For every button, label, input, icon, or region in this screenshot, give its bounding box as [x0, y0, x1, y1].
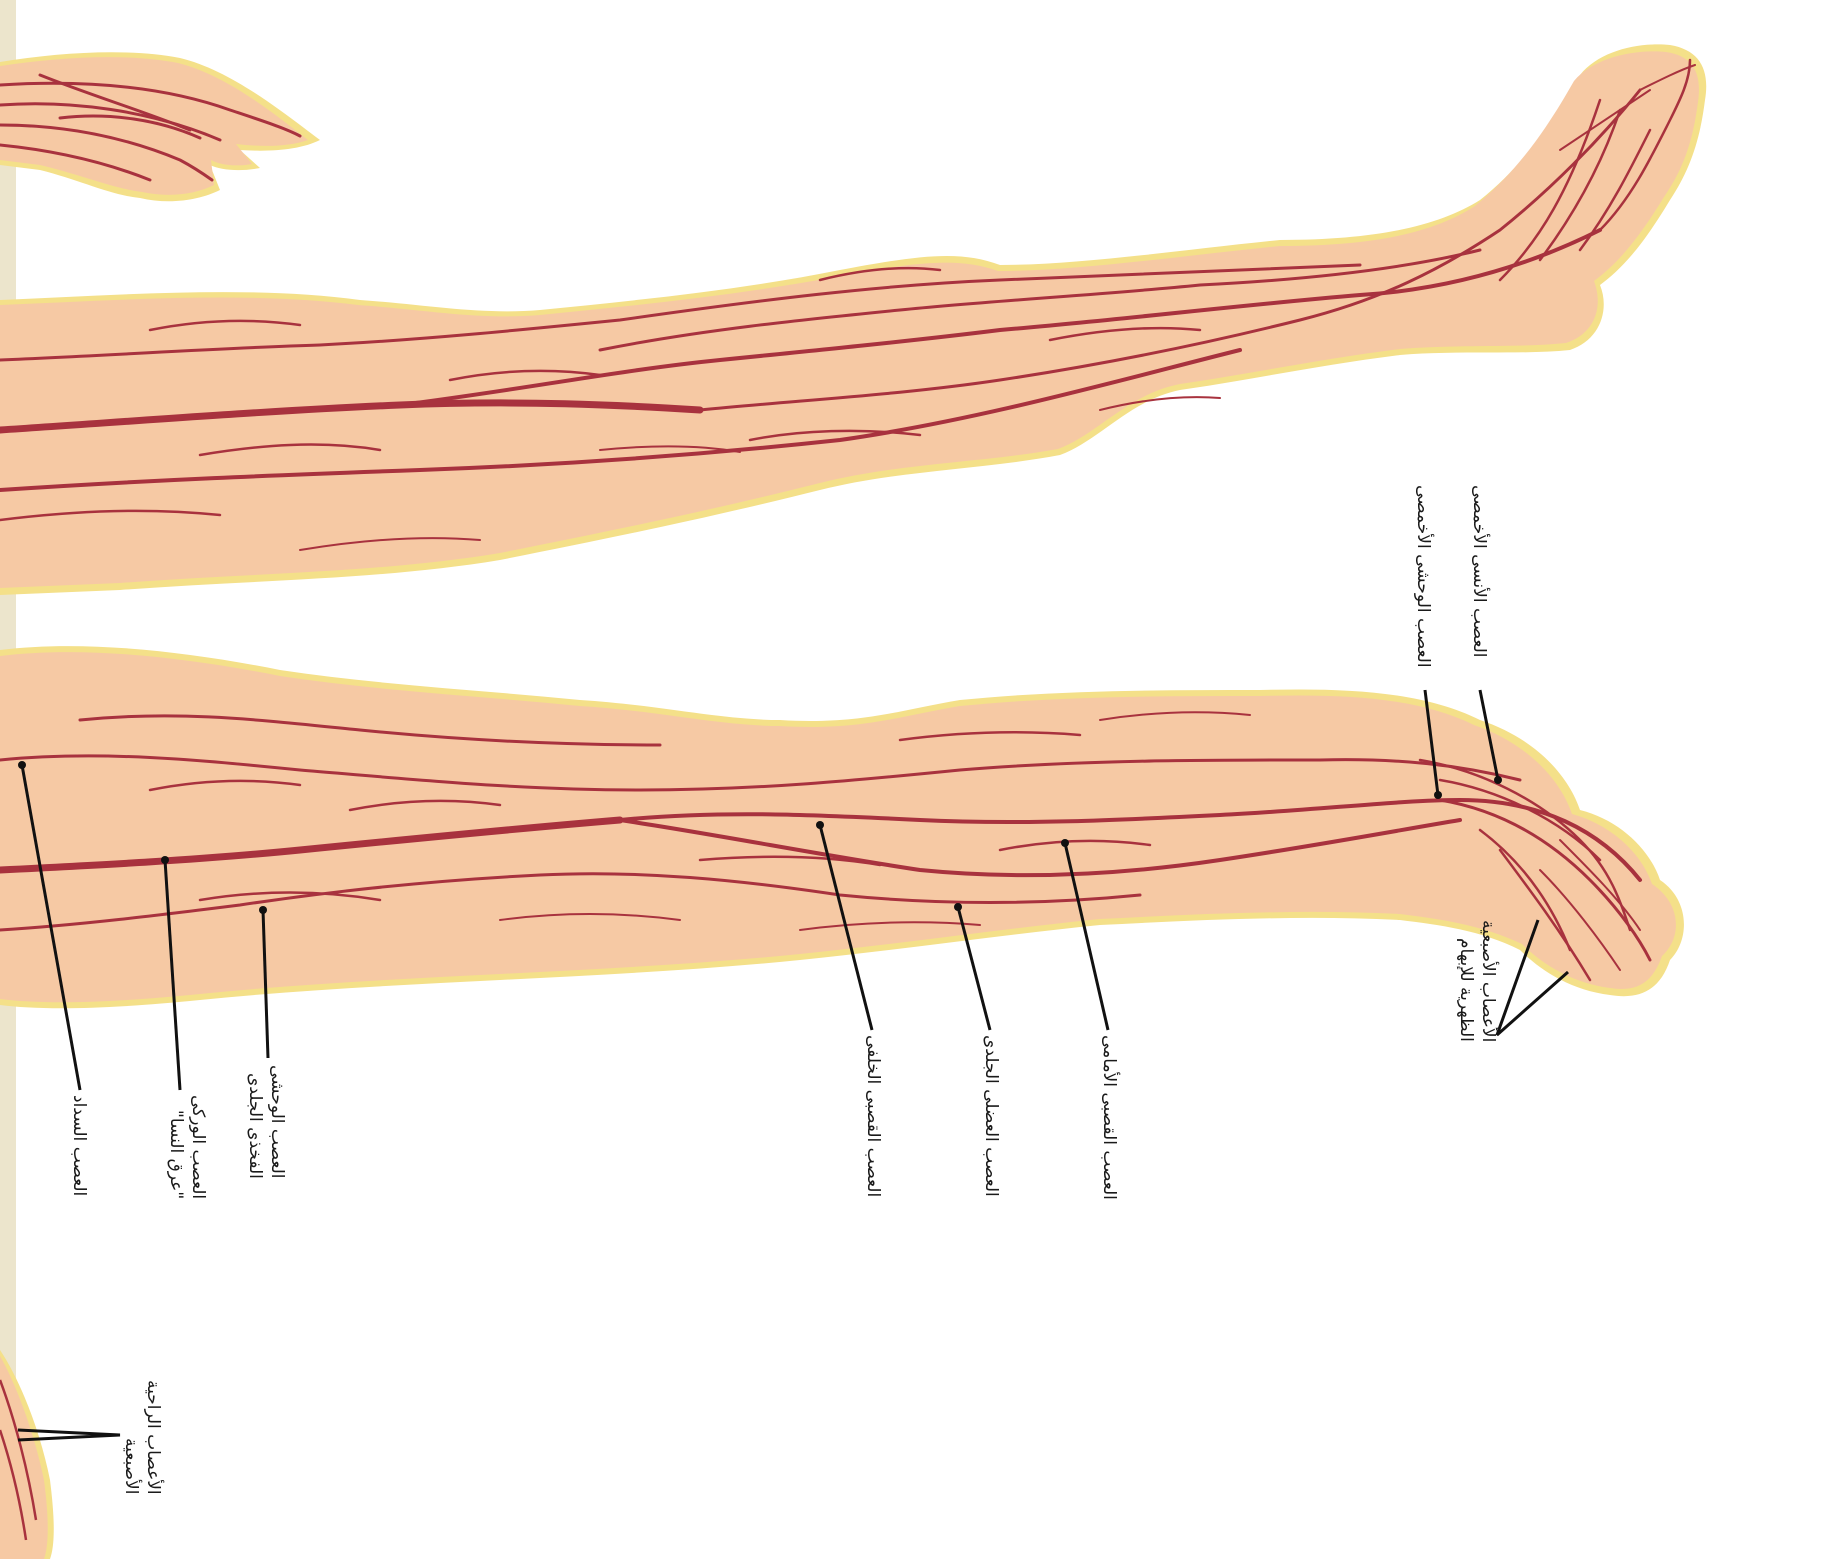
label-sciatic-nerve: العصب الوركى"عرق النسا" [165, 1095, 209, 1199]
label-medial-plantar-nerve: العصب الأنسى الأخمصى [1468, 485, 1490, 658]
label-musculocutaneous-nerve: العصب العضلى الجلدى [980, 1035, 1002, 1197]
label-anterior-tibial-nerve: العصب القصبى الأمامى [1098, 1035, 1120, 1200]
label-obturator-nerve: العصب السداد [68, 1095, 90, 1196]
palm-fingers-silhouette [0, 1350, 54, 1559]
lower-leg-silhouette [0, 646, 1684, 1008]
label-lateral-plantar-nerve: العصب الوحشى الأخمصى [1412, 485, 1434, 668]
label-posterior-tibial-nerve: العصب القصبى الخلفى [862, 1035, 884, 1197]
